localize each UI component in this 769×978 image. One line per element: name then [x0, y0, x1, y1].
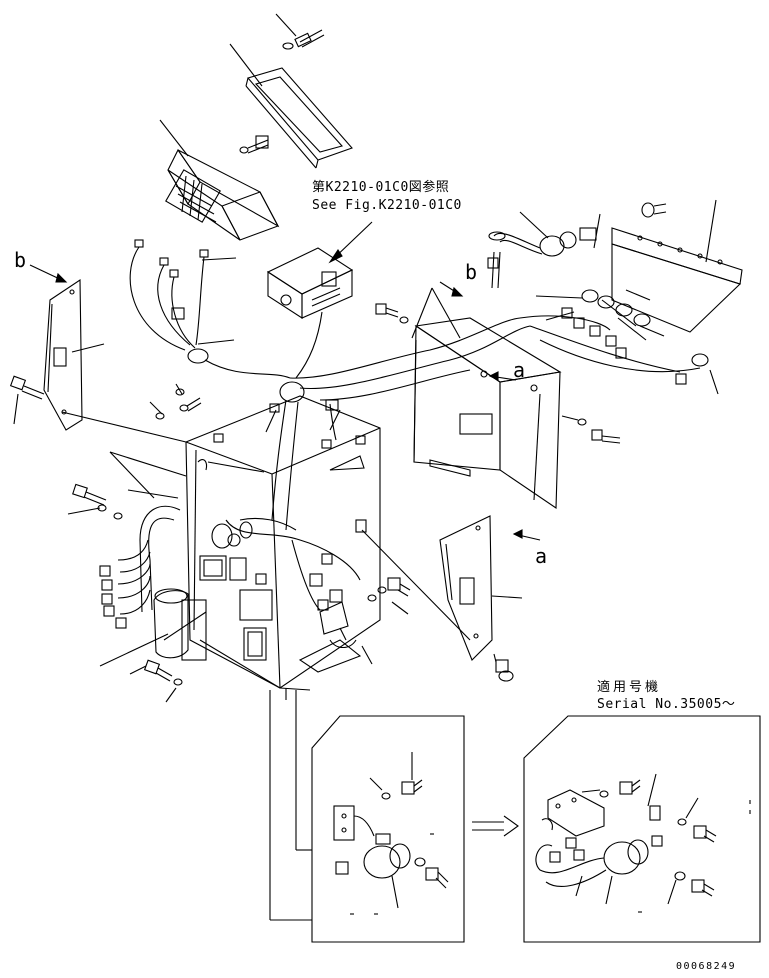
bolt-lower-left — [143, 659, 183, 686]
view-b-label-left: b — [14, 248, 27, 272]
reference-figure-label-en: See Fig.K2210-01C0 — [312, 198, 462, 213]
detail-box-1 — [269, 690, 465, 943]
bolt-left-1 — [9, 375, 45, 400]
bolt-mid-right — [367, 577, 411, 602]
reference-figure-label-jp: 第K2210-01C0図参照 — [312, 180, 450, 195]
switch-plate — [611, 202, 743, 333]
right-box-a — [413, 317, 562, 510]
view-a-label-upper: a — [513, 358, 526, 382]
view-b-label-right: b — [465, 260, 478, 284]
document-number: 00068249 — [676, 961, 737, 972]
bolt-top — [282, 29, 325, 50]
lower-left-bracket — [99, 588, 207, 667]
bolt-washer-left-2 — [155, 388, 202, 420]
cabinet-harness — [225, 517, 361, 611]
bolt-right-mid — [577, 418, 621, 444]
controller-box — [266, 247, 354, 320]
key-switch — [487, 213, 601, 289]
bolt-center — [375, 303, 409, 324]
side-cover-b — [43, 278, 83, 431]
bolt-right-lower — [495, 659, 514, 682]
main-harness — [271, 315, 701, 531]
serial-applicability-label-jp: 適用号機 — [597, 680, 662, 695]
main-cabinet — [185, 395, 381, 691]
left-bracket-bolts — [72, 483, 123, 520]
view-a-label-lower: a — [535, 544, 548, 568]
left-hose — [99, 505, 181, 629]
side-cover-a — [439, 515, 493, 661]
arrow-right — [472, 815, 519, 837]
serial-applicability-label-en: Serial No.35005〜 — [597, 697, 736, 712]
monitor-harness — [129, 239, 291, 379]
detail-box-2 — [523, 715, 761, 943]
display-cover-frame — [245, 67, 353, 169]
bolt-monitor — [239, 135, 269, 154]
monitor-panel — [165, 148, 280, 241]
